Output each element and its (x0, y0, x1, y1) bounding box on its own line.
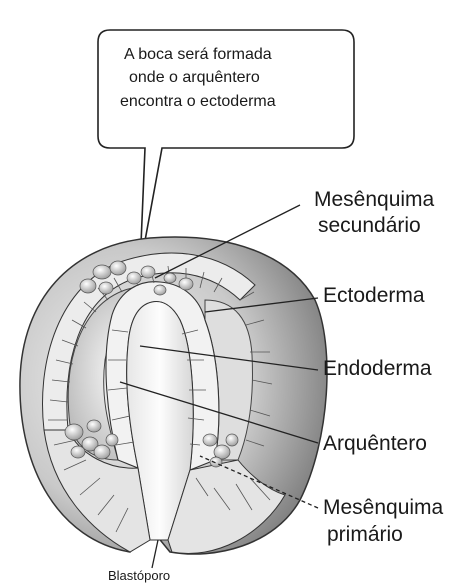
callout-line-1: A boca será formada (124, 46, 272, 63)
label-mesenquima-secundario-2: secundário (318, 214, 421, 237)
label-blastoporo: Blastóporo (108, 568, 170, 583)
callout-line-2: onde o arquêntero (129, 69, 260, 86)
callout-bubble: A boca será formada onde o arquêntero en… (98, 30, 354, 268)
embryo (20, 237, 327, 554)
label-arquentero: Arquêntero (323, 432, 427, 455)
label-mesenquima-primario-1: Mesênquima (323, 496, 444, 519)
leader-blastoporo (152, 540, 158, 568)
label-mesenquima-primario-2: primário (327, 523, 403, 546)
callout-line-3: encontra o ectoderma (120, 93, 276, 110)
label-mesenquima-secundario-1: Mesênquima (314, 188, 435, 211)
label-endoderma: Endoderma (323, 357, 432, 380)
label-ectoderma: Ectoderma (323, 284, 425, 307)
